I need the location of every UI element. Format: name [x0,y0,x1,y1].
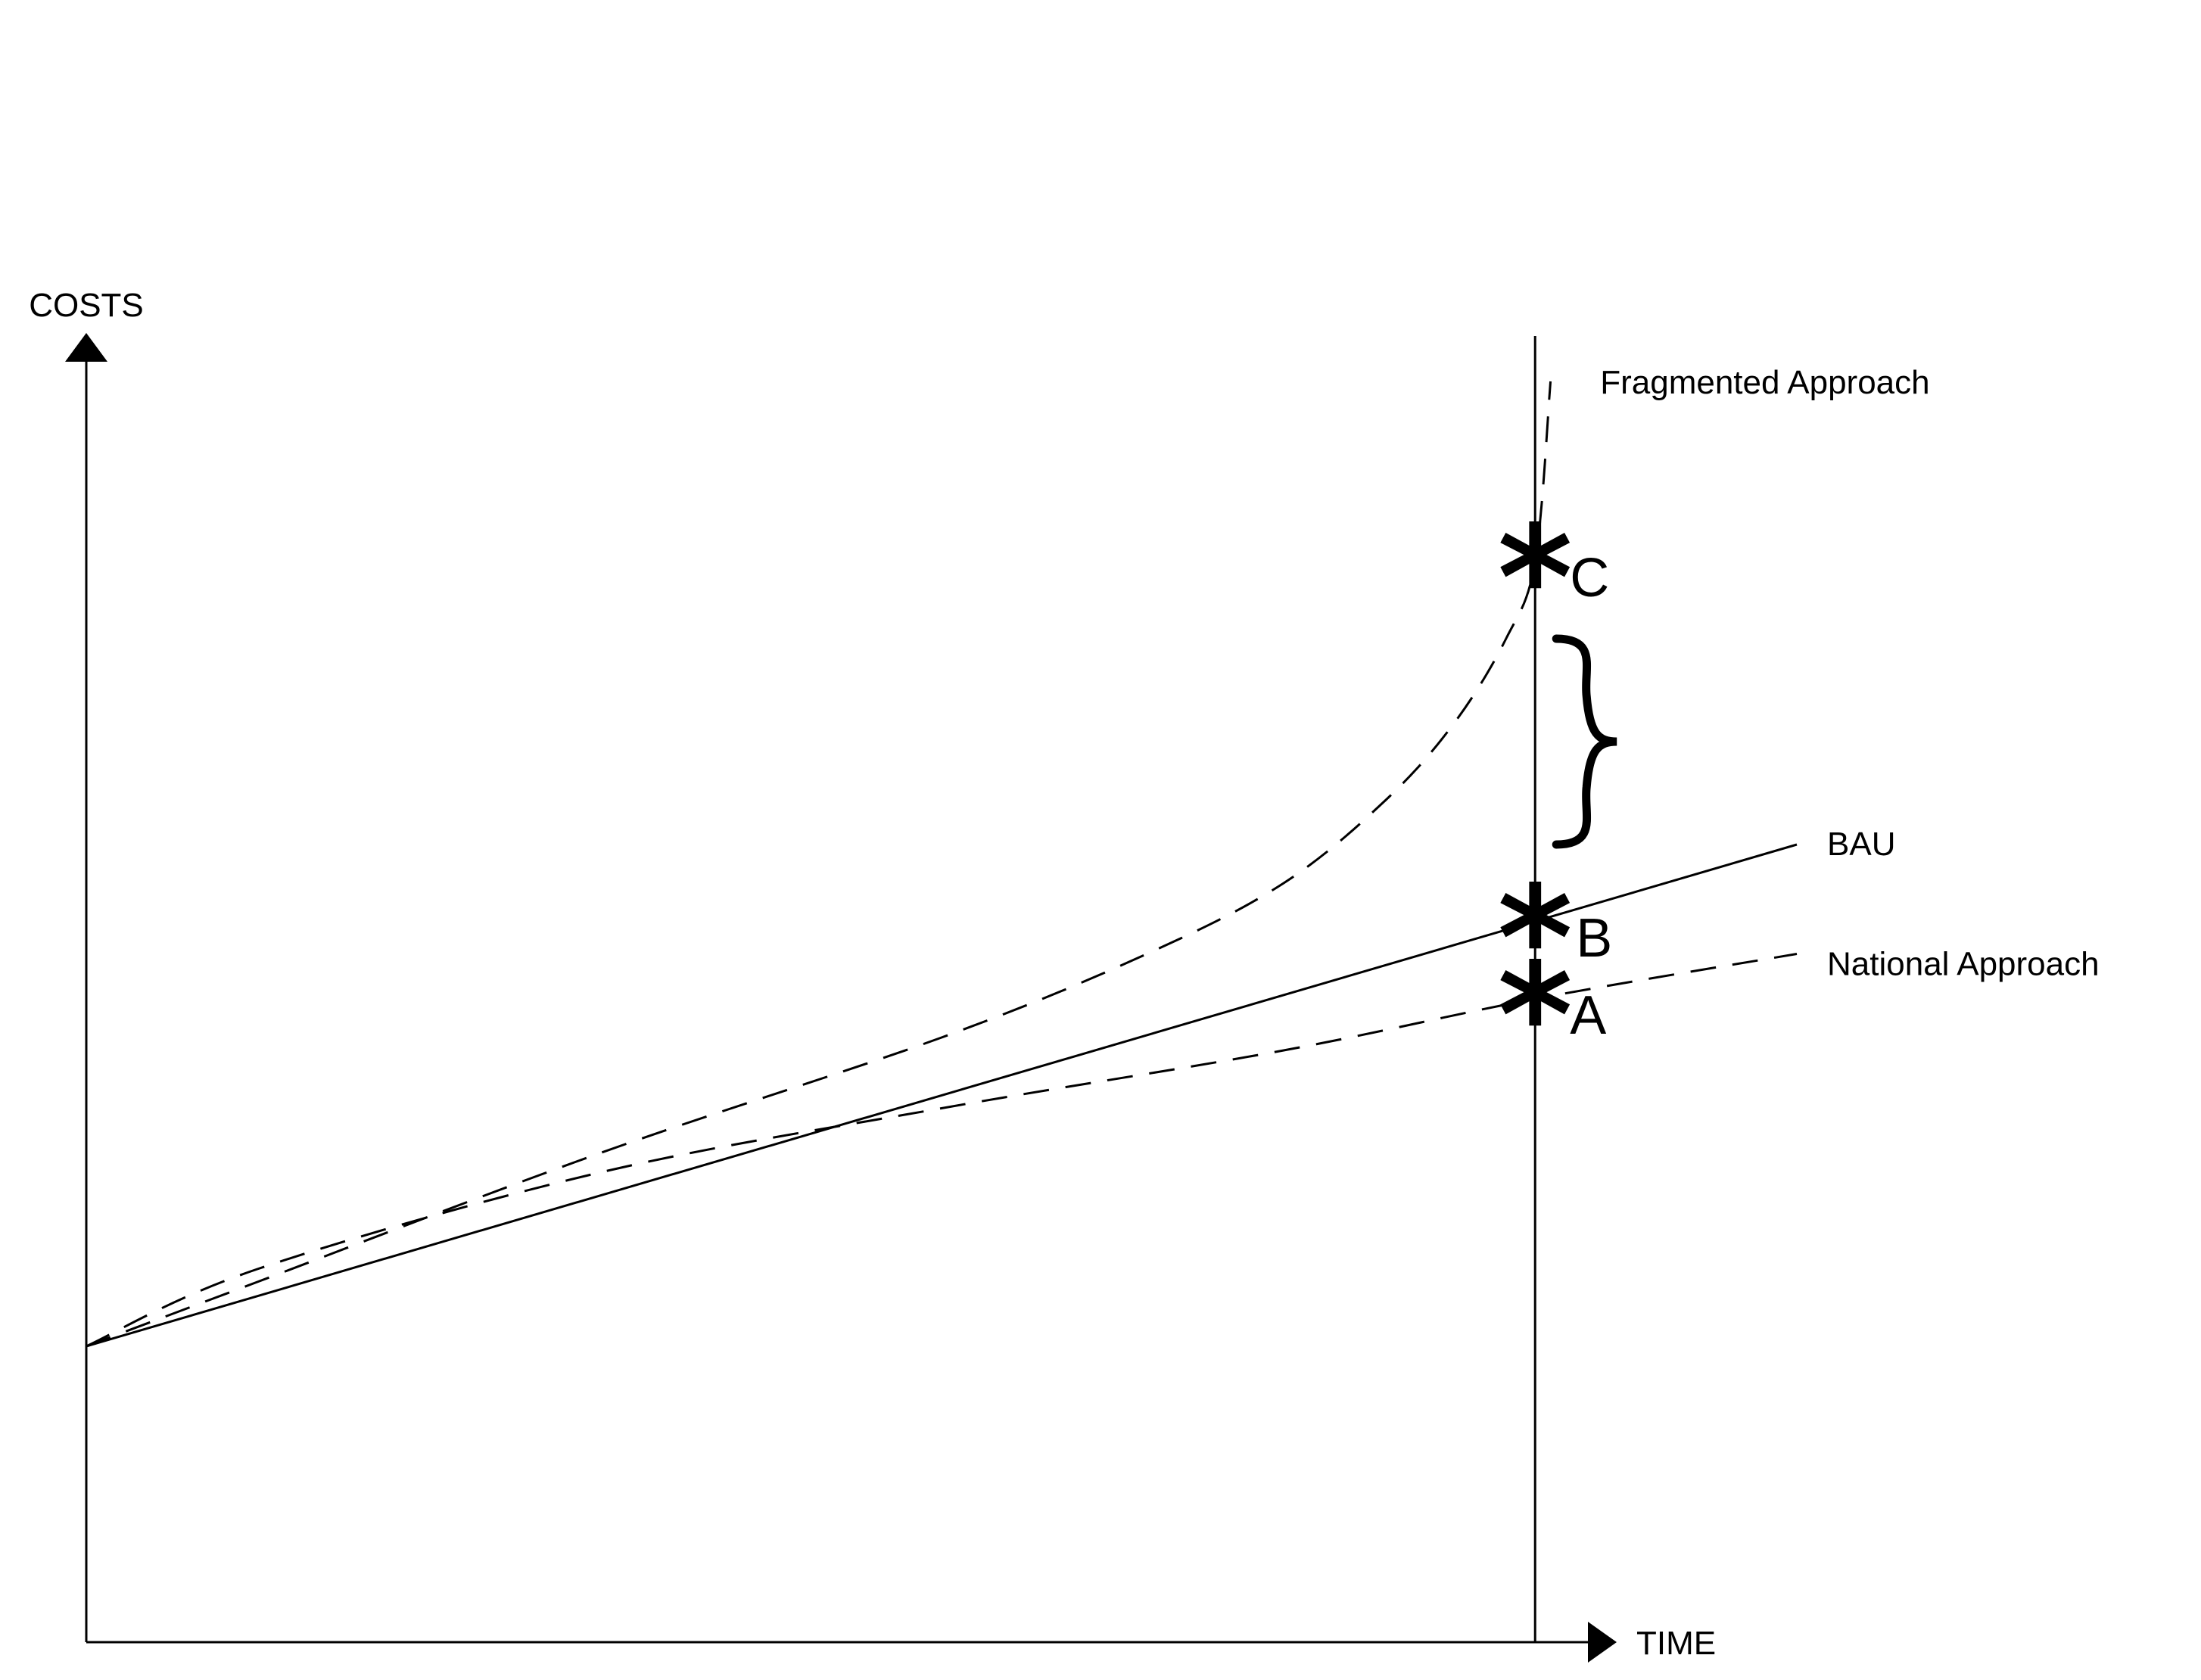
point-markers: *** [1498,495,1617,1100]
y-axis-arrowhead [65,333,107,362]
x-axis-label: TIME [1636,1625,1716,1662]
series-line-national-approach [86,953,1798,1348]
point-marker-a: * [1498,932,1573,1100]
axes [65,333,1617,1663]
point-label-b: B [1576,908,1612,969]
series-line-fragmented-approach [86,381,1552,1348]
point-marker-c: * [1498,495,1573,662]
x-axis-arrowhead [1588,1622,1617,1663]
point-marker-b: * [1498,855,1573,1022]
difference-brace [1552,634,1617,849]
y-axis-label: COSTS [29,287,144,324]
series-label-fragmented-approach: Fragmented Approach [1600,364,1929,401]
series-label-national-approach: National Approach [1827,946,2100,983]
series-lines [86,381,1798,1348]
series-line-bau [86,843,1798,1348]
labels: COSTS TIME BAU National Approach Fragmen… [29,287,2099,1662]
series-label-bau: BAU [1827,826,1895,863]
point-label-c: C [1570,548,1609,608]
point-label-a: A [1570,985,1606,1046]
